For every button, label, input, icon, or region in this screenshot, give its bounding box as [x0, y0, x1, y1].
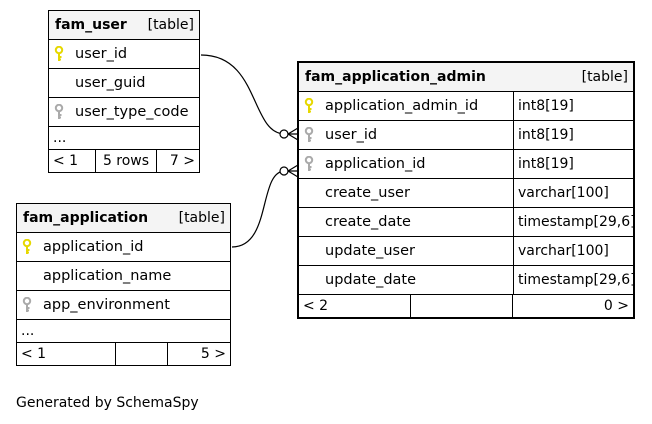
column-name: app_environment — [43, 297, 170, 313]
column-row[interactable]: user_guid — [49, 69, 199, 98]
relationship-application-id — [231, 170, 298, 248]
parents-count[interactable]: < 2 — [299, 295, 411, 317]
foreign-key-icon — [49, 104, 69, 120]
relationship-application-id-optional-marker — [279, 166, 289, 176]
table-header: fam_user [table] — [49, 11, 199, 40]
table-name: fam_application — [23, 210, 149, 226]
primary-key-icon — [17, 239, 37, 255]
column-type: timestamp[29,6] — [518, 214, 636, 230]
foreign-key-icon — [299, 127, 319, 143]
column-row[interactable]: application_id int8[19] — [299, 150, 633, 179]
row-count — [411, 295, 513, 317]
column-name: user_type_code — [75, 104, 189, 120]
primary-key-icon — [49, 46, 69, 62]
column-name: user_guid — [75, 75, 146, 91]
table-fam-user[interactable]: fam_user [table] user_id user_guid user_… — [48, 10, 200, 173]
column-name: create_date — [325, 214, 411, 230]
column-row[interactable]: application_name — [17, 262, 230, 291]
column-type: varchar[100] — [518, 185, 609, 201]
generated-by-credit: Generated by SchemaSpy — [16, 395, 199, 411]
column-type: timestamp[29,6] — [518, 272, 636, 288]
table-footer: < 1 5 > — [17, 343, 230, 365]
foreign-key-icon — [17, 297, 37, 313]
column-name: application_admin_id — [325, 98, 479, 114]
column-name: update_date — [325, 272, 417, 288]
children-count[interactable]: 0 > — [603, 298, 629, 314]
column-type: int8[19] — [518, 127, 574, 143]
column-row[interactable]: user_type_code — [49, 98, 199, 127]
column-name: application_id — [325, 156, 426, 172]
primary-key-icon — [299, 98, 319, 114]
children-count[interactable]: 7 > — [169, 153, 195, 169]
row-count — [116, 343, 168, 365]
relationship-user-id — [200, 54, 298, 135]
table-header: fam_application_admin [table] — [299, 63, 633, 92]
column-name: application_id — [43, 239, 144, 255]
table-fam-application-admin[interactable]: fam_application_admin [table] applicatio… — [297, 61, 636, 319]
table-kind: [table] — [581, 69, 628, 85]
more-columns[interactable]: ... — [49, 127, 199, 150]
more-columns[interactable]: ... — [17, 320, 230, 343]
row-count: 5 rows — [96, 150, 157, 172]
column-row[interactable]: user_id — [49, 40, 199, 69]
column-name: update_user — [325, 243, 415, 259]
relationship-user-id-optional-marker — [279, 129, 289, 139]
table-footer: < 1 5 rows 7 > — [49, 150, 199, 172]
parents-count[interactable]: < 1 — [17, 343, 116, 365]
table-header: fam_application [table] — [17, 204, 230, 233]
column-name: create_user — [325, 185, 410, 201]
column-row[interactable]: update_date timestamp[29,6] — [299, 266, 636, 295]
column-row[interactable]: application_admin_id int8[19] — [299, 92, 633, 121]
column-type: int8[19] — [518, 98, 574, 114]
table-fam-application[interactable]: fam_application [table] application_id a… — [16, 203, 231, 366]
column-row[interactable]: user_id int8[19] — [299, 121, 633, 150]
column-name: user_id — [75, 46, 128, 62]
table-kind: [table] — [147, 17, 194, 33]
column-name: application_name — [43, 268, 172, 284]
children-count[interactable]: 5 > — [200, 346, 226, 362]
table-kind: [table] — [178, 210, 225, 226]
foreign-key-icon — [299, 156, 319, 172]
column-type: int8[19] — [518, 156, 574, 172]
column-row[interactable]: application_id — [17, 233, 230, 262]
column-row[interactable]: app_environment — [17, 291, 230, 320]
column-name: user_id — [325, 127, 378, 143]
column-row[interactable]: update_user varchar[100] — [299, 237, 633, 266]
column-type: varchar[100] — [518, 243, 609, 259]
table-name: fam_user — [55, 17, 127, 33]
column-row[interactable]: create_date timestamp[29,6] — [299, 208, 636, 237]
parents-count[interactable]: < 1 — [49, 150, 96, 172]
column-row[interactable]: create_user varchar[100] — [299, 179, 633, 208]
table-name: fam_application_admin — [305, 69, 486, 85]
table-footer: < 2 0 > — [299, 295, 633, 317]
